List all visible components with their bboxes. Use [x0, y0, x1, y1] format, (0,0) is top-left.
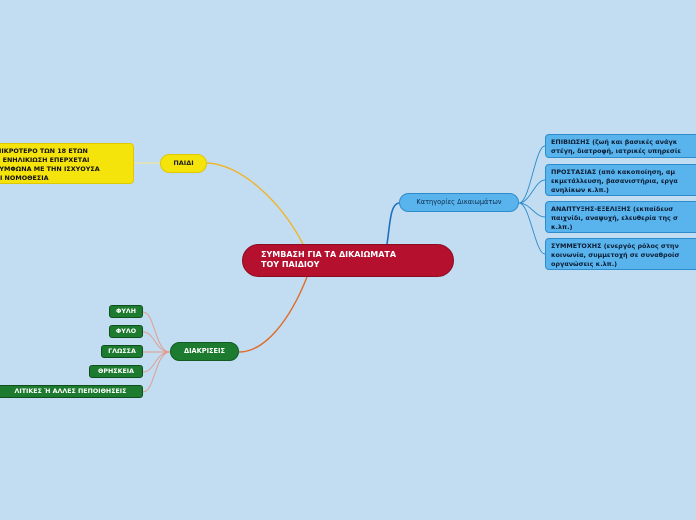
link-central-discrimination: [238, 276, 308, 353]
child-note-line-2: Η ΕΝΗΛΙΚΙΩΣΗ ΕΠΕΡΧΕΤΑΙ: [0, 156, 90, 164]
topic-rights-categories[interactable]: Κατηγορίες Δικαιωμάτων: [399, 193, 519, 212]
link-disc-item-2: [142, 331, 171, 353]
central-topic[interactable]: ΣΥΜΒΑΣΗ ΓΙΑ ΤΑ ΔΙΚΑΙΩΜΑΤΑ ΤΟΥ ΠΑΙΔΙΟΥ: [242, 244, 454, 277]
link-disc-item-1: [142, 311, 171, 353]
link-central-child: [206, 162, 304, 245]
right-survival-line-1: ΕΠΙΒΙΩΣΗΣ (ζωή και βασικές ανάγκ: [551, 138, 678, 146]
right-protection[interactable]: ΠΡΟΣΤΑΣΙΑΣ (από κακοποίηση, αμ εκμετάλλε…: [545, 164, 696, 196]
child-note-line-3: ΣΥΜΦΩΝΑ ΜΕ ΤΗΝ ΙΣΧΥΟΥΣΑ: [0, 165, 100, 173]
child-note-line-1: ΜΙΚΡΟΤΕΡΟ ΤΩΝ 18 ΕΤΩΝ: [0, 147, 88, 155]
child-definition-note[interactable]: ΜΙΚΡΟΤΕΡΟ ΤΩΝ 18 ΕΤΩΝ Η ΕΝΗΛΙΚΙΩΣΗ ΕΠΕΡΧ…: [0, 143, 134, 184]
right-development[interactable]: ΑΝΑΠΤΥΞΗΣ-ΕΞΕΛΙΞΗΣ (εκπαίδευσ παιχνίδι, …: [545, 201, 696, 233]
right-survival-line-2: στέγη, διατροφή, ιατρικές υπηρεσίε: [551, 147, 681, 155]
link-rights-item-3: [518, 202, 546, 218]
discrimination-religion[interactable]: ΘΡΗΣΚΕΙΑ: [89, 365, 143, 378]
right-development-line-2: παιχνίδι, αναψυχή, ελευθερία της σ: [551, 214, 679, 222]
central-topic-line-2: ΤΟΥ ΠΑΙΔΙΟΥ: [261, 260, 320, 269]
right-participation-line-2: κοινωνία, συμμετοχή σε συναθροίσ: [551, 251, 680, 259]
link-central-rights: [386, 202, 400, 245]
discrimination-beliefs[interactable]: ΛΙΤΙΚΕΣ Ή ΑΛΛΕΣ ΠΕΠΟΙΘΗΣΕΙΣ: [0, 385, 143, 398]
right-protection-line-3: ανηλίκων κ.λπ.): [551, 186, 609, 194]
right-survival[interactable]: ΕΠΙΒΙΩΣΗΣ (ζωή και βασικές ανάγκ στέγη, …: [545, 134, 696, 158]
link-disc-item-5: [142, 351, 171, 393]
right-development-line-1: ΑΝΑΠΤΥΞΗΣ-ΕΞΕΛΙΞΗΣ (εκπαίδευσ: [551, 205, 674, 213]
right-protection-line-1: ΠΡΟΣΤΑΣΙΑΣ (από κακοποίηση, αμ: [551, 168, 676, 176]
right-protection-line-2: εκμετάλλευση, βασανιστήρια, εργα: [551, 177, 678, 185]
right-participation[interactable]: ΣΥΜΜΕΤΟΧΗΣ (ενεργός ρόλος στην κοινωνία,…: [545, 238, 696, 270]
discrimination-language[interactable]: ΓΛΩΣΣΑ: [101, 345, 143, 358]
right-development-line-3: κ.λπ.): [551, 223, 573, 231]
topic-discrimination[interactable]: ΔΙΑΚΡΙΣΕΙΣ: [170, 342, 239, 361]
link-rights-item-2: [518, 179, 546, 204]
right-participation-line-3: οργανώσεις κ.λπ.): [551, 260, 618, 268]
discrimination-race[interactable]: ΦΥΛΗ: [109, 305, 143, 318]
link-rights-item-1: [518, 145, 546, 204]
central-topic-line-1: ΣΥΜΒΑΣΗ ΓΙΑ ΤΑ ΔΙΚΑΙΩΜΑΤΑ: [261, 250, 397, 259]
child-note-line-4: ΔΙ ΝΟΜΟΘΕΣΙΑ: [0, 174, 49, 182]
right-participation-line-1: ΣΥΜΜΕΤΟΧΗΣ (ενεργός ρόλος στην: [551, 242, 679, 250]
link-rights-item-4: [518, 202, 546, 255]
topic-child[interactable]: ΠΑΙΔΙ: [160, 154, 207, 173]
discrimination-sex[interactable]: ΦΥΛΟ: [109, 325, 143, 338]
